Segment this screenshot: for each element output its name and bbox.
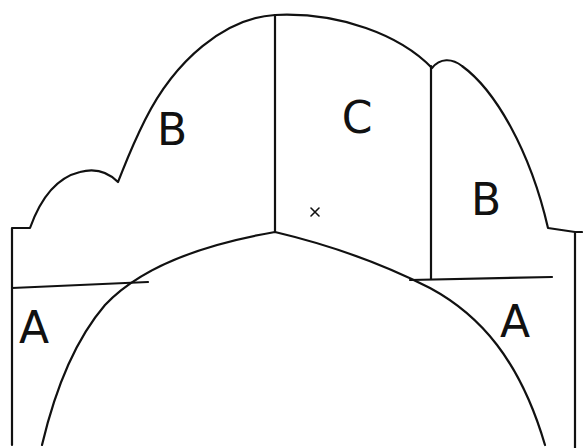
divider-line [274, 15, 276, 232]
region-label: A [500, 300, 530, 344]
divider-line [410, 277, 552, 280]
divider-line [430, 66, 432, 279]
region-label: B [157, 108, 187, 152]
inner-arch [42, 232, 545, 445]
region-label: B [471, 178, 501, 222]
region-label: A [19, 306, 49, 350]
region-label: C [342, 96, 373, 140]
outer-outline [12, 15, 575, 448]
outer-step [575, 231, 582, 233]
divider-line [12, 282, 148, 288]
cross-mark [311, 208, 319, 216]
